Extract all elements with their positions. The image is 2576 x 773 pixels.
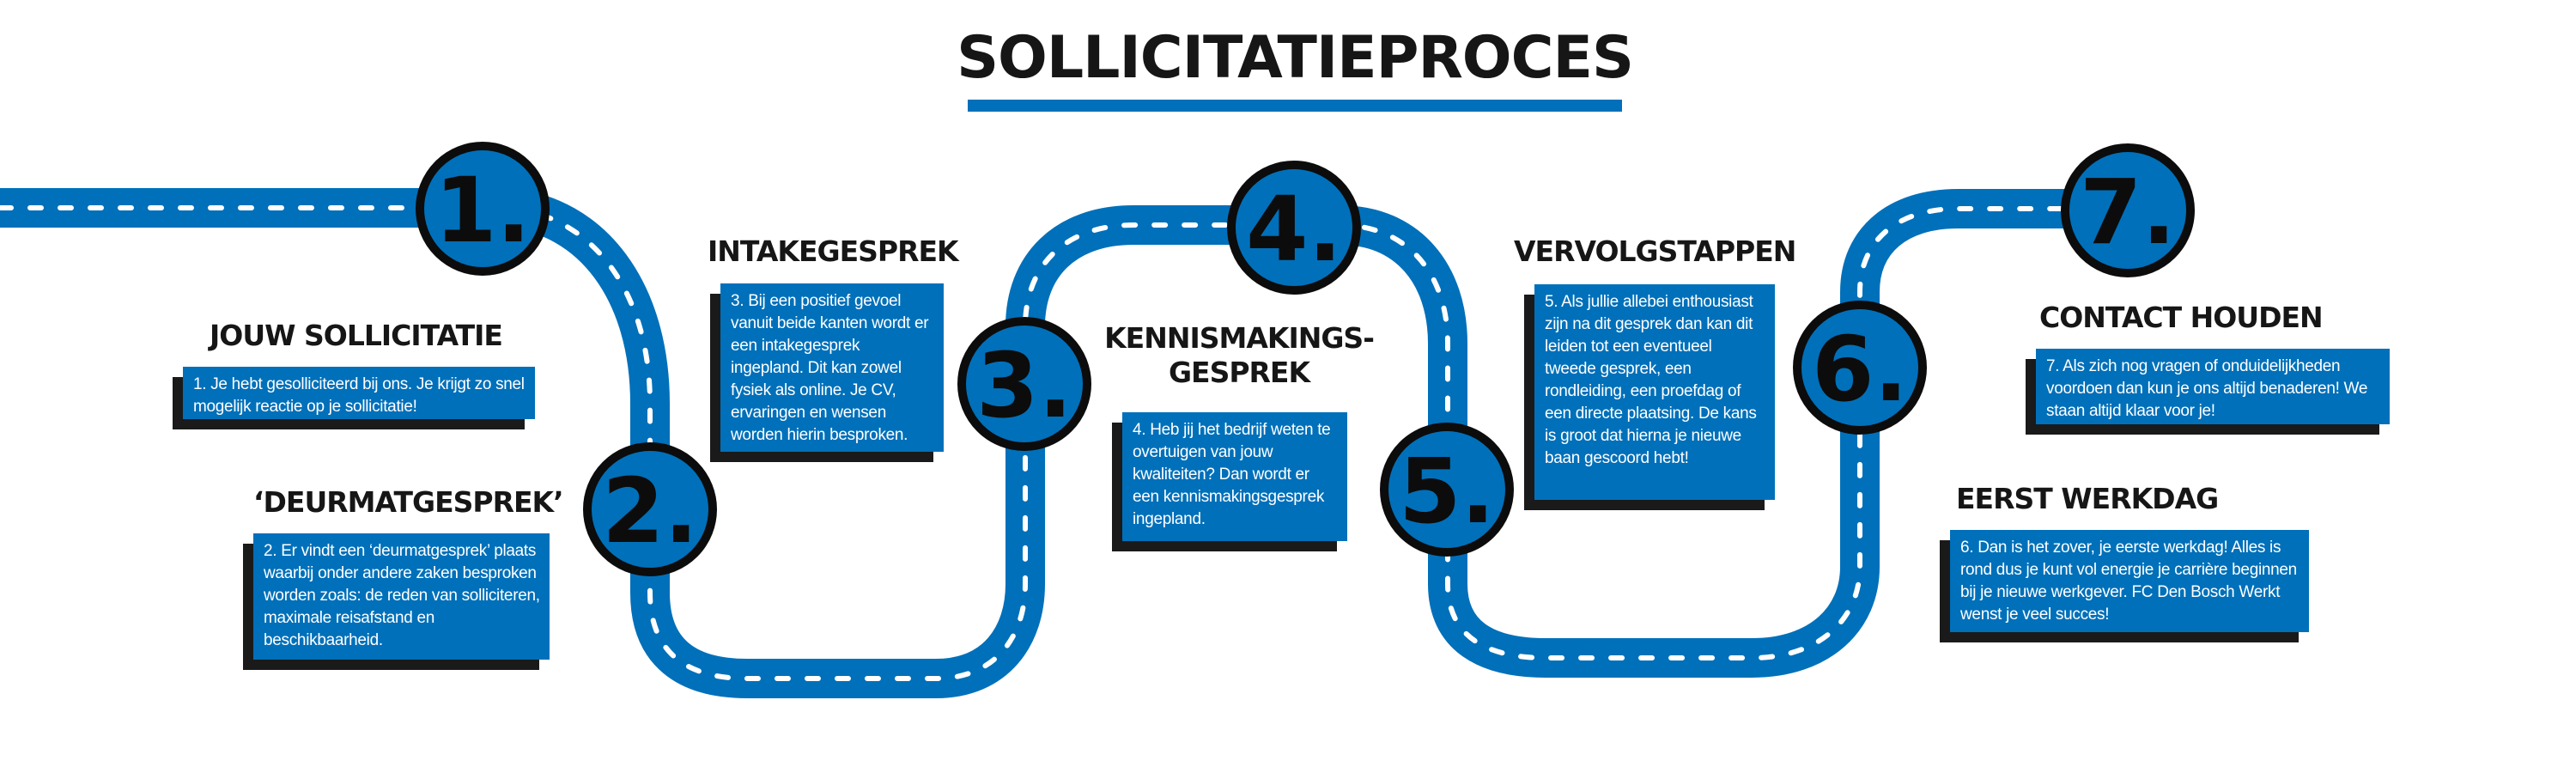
step-1-description: 1. Je hebt gesolliciteerd bij ons. Je kr… [183, 367, 535, 419]
step-7-heading: CONTACT HOUDEN [2039, 301, 2324, 334]
step-marker-5: 5. [1380, 423, 1514, 557]
step-2-heading: ‘DEURMATGESPREK’ [253, 485, 564, 519]
step-2-description: 2. Er vindt een ‘deurmatgesprek’ plaats … [253, 533, 550, 660]
step-number: 4. [1246, 177, 1342, 282]
step-7-description: 7. Als zich nog vragen of onduidelijkhed… [2036, 349, 2390, 424]
step-marker-1: 1. [416, 142, 550, 276]
step-number: 3. [976, 333, 1072, 438]
step-4-description: 4. Heb jij het bedrijf weten te overtuig… [1122, 412, 1347, 541]
step-4-heading-line-2: GESPREK [1168, 356, 1310, 389]
step-4-heading: KENNISMAKINGS- GESPREK [1103, 321, 1375, 390]
step-number: 7. [2080, 160, 2176, 265]
step-marker-7: 7. [2061, 143, 2195, 277]
step-3-description: 3. Bij een positief gevoel vanuit beide … [720, 283, 944, 452]
step-5-description: 5. Als jullie allebei enthousiast zijn n… [1534, 284, 1775, 500]
step-3-heading: INTAKEGESPREK [708, 234, 959, 268]
step-marker-6: 6. [1793, 301, 1927, 435]
step-number: 2. [602, 459, 698, 563]
step-number: 1. [434, 158, 531, 263]
page-title: SOLLICITATIEPROCES [957, 24, 1634, 92]
step-marker-2: 2. [583, 442, 717, 576]
step-4-heading-line-1: KENNISMAKINGS- [1104, 321, 1375, 355]
road-center-dashes [0, 205, 2130, 681]
title-underline [968, 100, 1622, 112]
step-number: 5. [1399, 439, 1495, 544]
step-1-heading: JOUW SOLLICITATIE [210, 319, 503, 352]
step-marker-3: 3. [957, 317, 1091, 451]
step-marker-4: 4. [1227, 161, 1361, 295]
step-6-description: 6. Dan is het zover, je eerste werkdag! … [1950, 530, 2309, 632]
step-6-heading: EERST WERKDAG [1956, 482, 2219, 515]
step-number: 6. [1812, 317, 1908, 422]
step-5-heading: VERVOLGSTAPPEN [1514, 234, 1796, 268]
